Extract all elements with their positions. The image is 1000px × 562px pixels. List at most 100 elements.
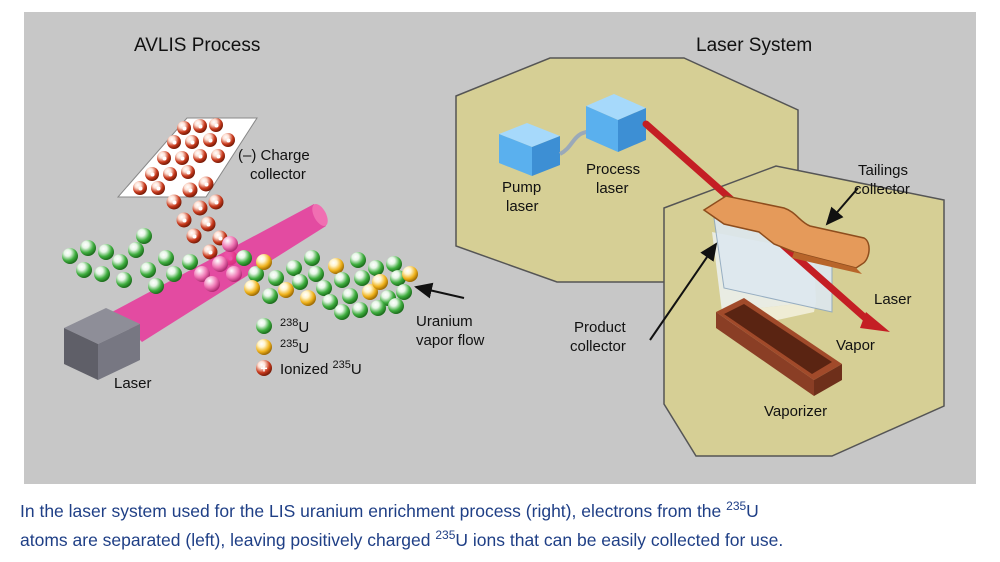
atom <box>308 266 324 282</box>
vaporizer-trough <box>716 298 842 396</box>
legend-235-label: 235U <box>280 338 309 357</box>
svg-text:+: + <box>260 362 267 376</box>
atom <box>222 236 238 252</box>
vapor-flow-label: Uranium vapor flow <box>416 313 485 349</box>
avlis-laser-box <box>64 308 140 380</box>
charge-dot <box>216 154 221 159</box>
atom <box>262 288 278 304</box>
diagram-figure: AVLIS Process Laser (–) Charge collector… <box>24 12 976 484</box>
atom <box>148 278 164 294</box>
charge-dot <box>138 186 143 191</box>
pump-laser-label: Pump laser <box>502 179 545 215</box>
laser-system-title: Laser System <box>696 35 812 56</box>
charge-dot <box>180 156 185 161</box>
caption-line-2: atoms are separated (left), leaving posi… <box>20 527 784 550</box>
charge-dot <box>204 182 209 187</box>
atom <box>98 244 114 260</box>
pink-laser-beam <box>112 204 326 342</box>
atom-238-icon <box>256 318 272 334</box>
atom <box>334 304 350 320</box>
atom <box>128 242 144 258</box>
charge-dot <box>162 156 167 161</box>
atom <box>278 282 294 298</box>
atom <box>292 274 308 290</box>
red-laser-label: Laser <box>874 291 912 308</box>
atom <box>212 256 228 272</box>
figure-caption: In the laser system used for the LIS ura… <box>20 494 990 552</box>
charge-collector-label: (–) Charge collector <box>238 147 314 183</box>
atom <box>362 284 378 300</box>
charge-dot <box>208 138 213 143</box>
atom <box>94 266 110 282</box>
atom <box>300 290 316 306</box>
vapor-label: Vapor <box>836 337 875 354</box>
atom <box>80 240 96 256</box>
atom <box>316 280 332 296</box>
vapor-flow-arrow <box>414 282 465 299</box>
product-pointer-arrow <box>649 242 718 341</box>
charge-dot <box>206 222 211 227</box>
charge-dot <box>190 140 195 145</box>
atom-235-icon <box>256 339 272 355</box>
atom <box>268 270 284 286</box>
atom <box>116 272 132 288</box>
atom <box>76 262 92 278</box>
charge-dot <box>182 218 187 223</box>
charge-dot <box>172 200 177 205</box>
atom <box>62 248 78 264</box>
avlis-laser-label: Laser <box>114 375 152 392</box>
atom <box>388 298 404 314</box>
atom <box>158 250 174 266</box>
charge-dot <box>168 172 173 177</box>
atom <box>334 272 350 288</box>
caption-line-1: In the laser system used for the LIS ura… <box>20 499 759 521</box>
charge-dot <box>214 123 219 128</box>
atom <box>368 260 384 276</box>
atom <box>304 250 320 266</box>
atom <box>136 228 152 244</box>
atom <box>322 294 338 310</box>
charge-dot <box>198 124 203 129</box>
atom <box>386 256 402 272</box>
product-collector-label: Product collector <box>570 319 630 355</box>
atom <box>248 266 264 282</box>
vapor-atoms <box>62 228 418 320</box>
charge-dot <box>198 154 203 159</box>
atom <box>352 302 368 318</box>
atom <box>194 266 210 282</box>
charge-dot <box>226 138 231 143</box>
charge-dot <box>156 186 161 191</box>
atom <box>396 284 412 300</box>
charge-dot <box>150 172 155 177</box>
atom <box>140 262 156 278</box>
charge-dot <box>188 188 193 193</box>
legend-238-label: 238U <box>280 317 309 336</box>
atom <box>182 254 198 270</box>
atom <box>402 266 418 282</box>
atom <box>236 250 252 266</box>
legend-ionized-label: Ionized 235U <box>280 359 362 378</box>
charge-dot <box>182 126 187 131</box>
process-laser-box <box>586 94 646 152</box>
avlis-process-title: AVLIS Process <box>134 35 260 56</box>
charge-dot <box>172 140 177 145</box>
atom <box>342 288 358 304</box>
ionized-atom-icon <box>256 360 272 376</box>
atom <box>372 274 388 290</box>
atom <box>112 254 128 270</box>
atom <box>350 252 366 268</box>
atom <box>226 266 242 282</box>
atom <box>328 258 344 274</box>
atom <box>166 266 182 282</box>
atom <box>354 270 370 286</box>
charge-dot <box>186 170 191 175</box>
atom <box>256 254 272 270</box>
atom <box>244 280 260 296</box>
tailings-collector-label: Tailings collector <box>854 162 912 198</box>
charge-dot <box>198 206 203 211</box>
tailings-collector <box>702 195 870 274</box>
charge-dot <box>208 250 213 255</box>
process-laser-label: Process laser <box>586 161 644 197</box>
charge-dot <box>214 200 219 205</box>
vaporizer-label: Vaporizer <box>764 403 827 420</box>
